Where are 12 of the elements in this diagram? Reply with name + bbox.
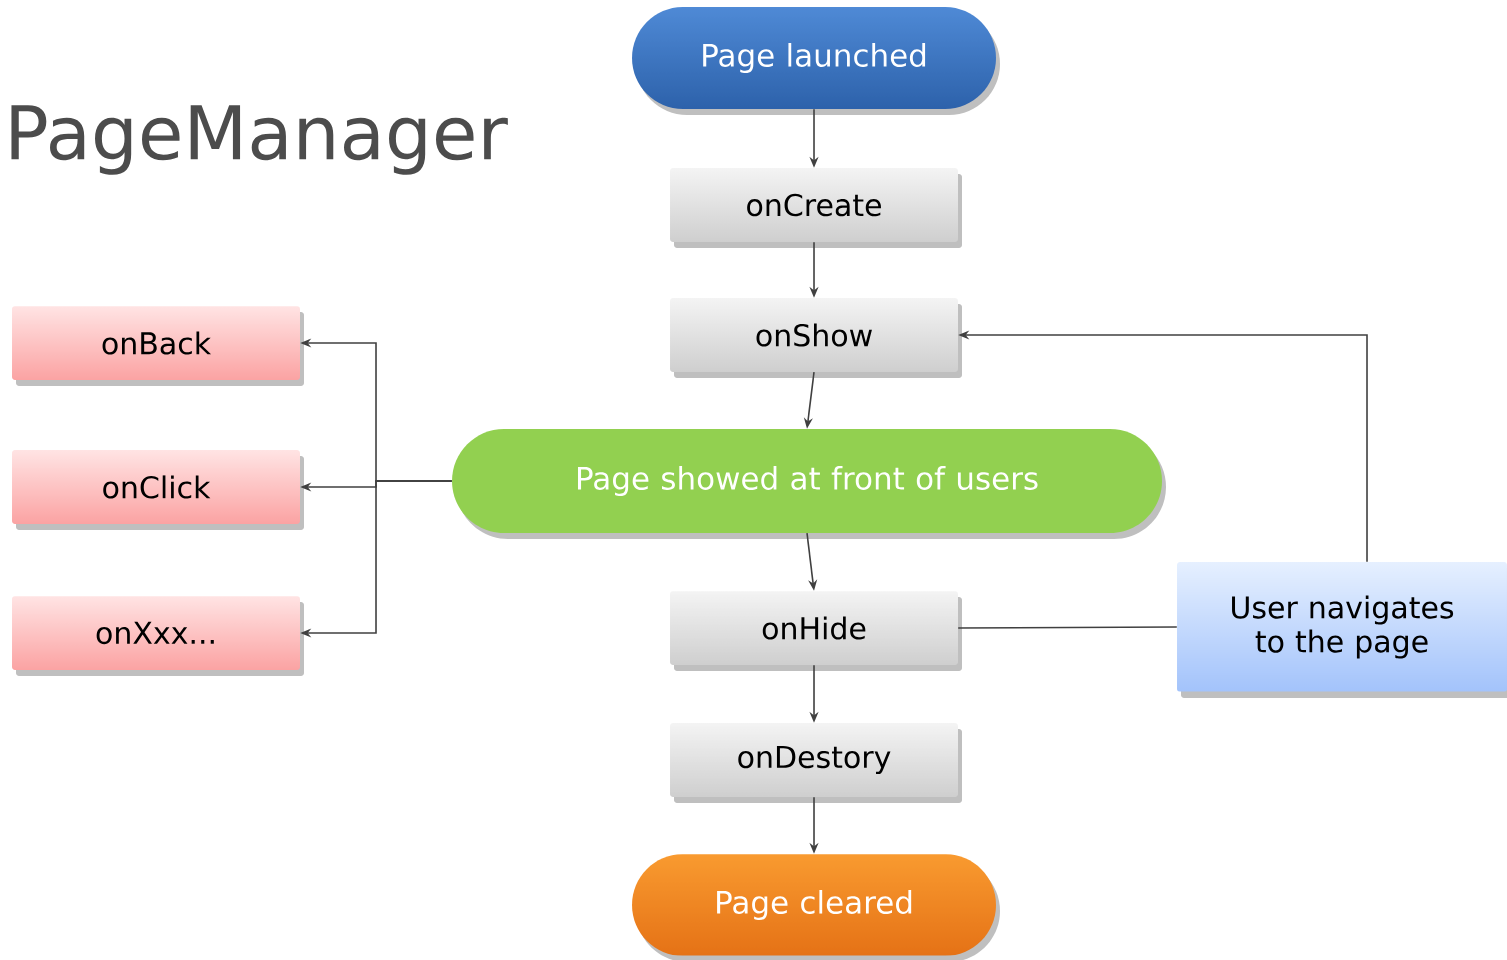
event-box: onBack (12, 306, 304, 386)
end-terminal: Page cleared (632, 854, 1000, 960)
process-box: onShow (670, 298, 962, 378)
start-terminal: Page launched (632, 7, 1000, 115)
state-terminal: Page showed at front of users (452, 429, 1166, 539)
event-box: onClick (12, 450, 304, 530)
event-box: onXxx... (12, 596, 304, 676)
process-box: onDestory (670, 723, 962, 803)
process-box: onCreate (670, 168, 962, 248)
action-box: User navigates to the page (1177, 562, 1507, 698)
title: PageManager (11, 105, 508, 175)
process-box: onHide (670, 591, 962, 671)
